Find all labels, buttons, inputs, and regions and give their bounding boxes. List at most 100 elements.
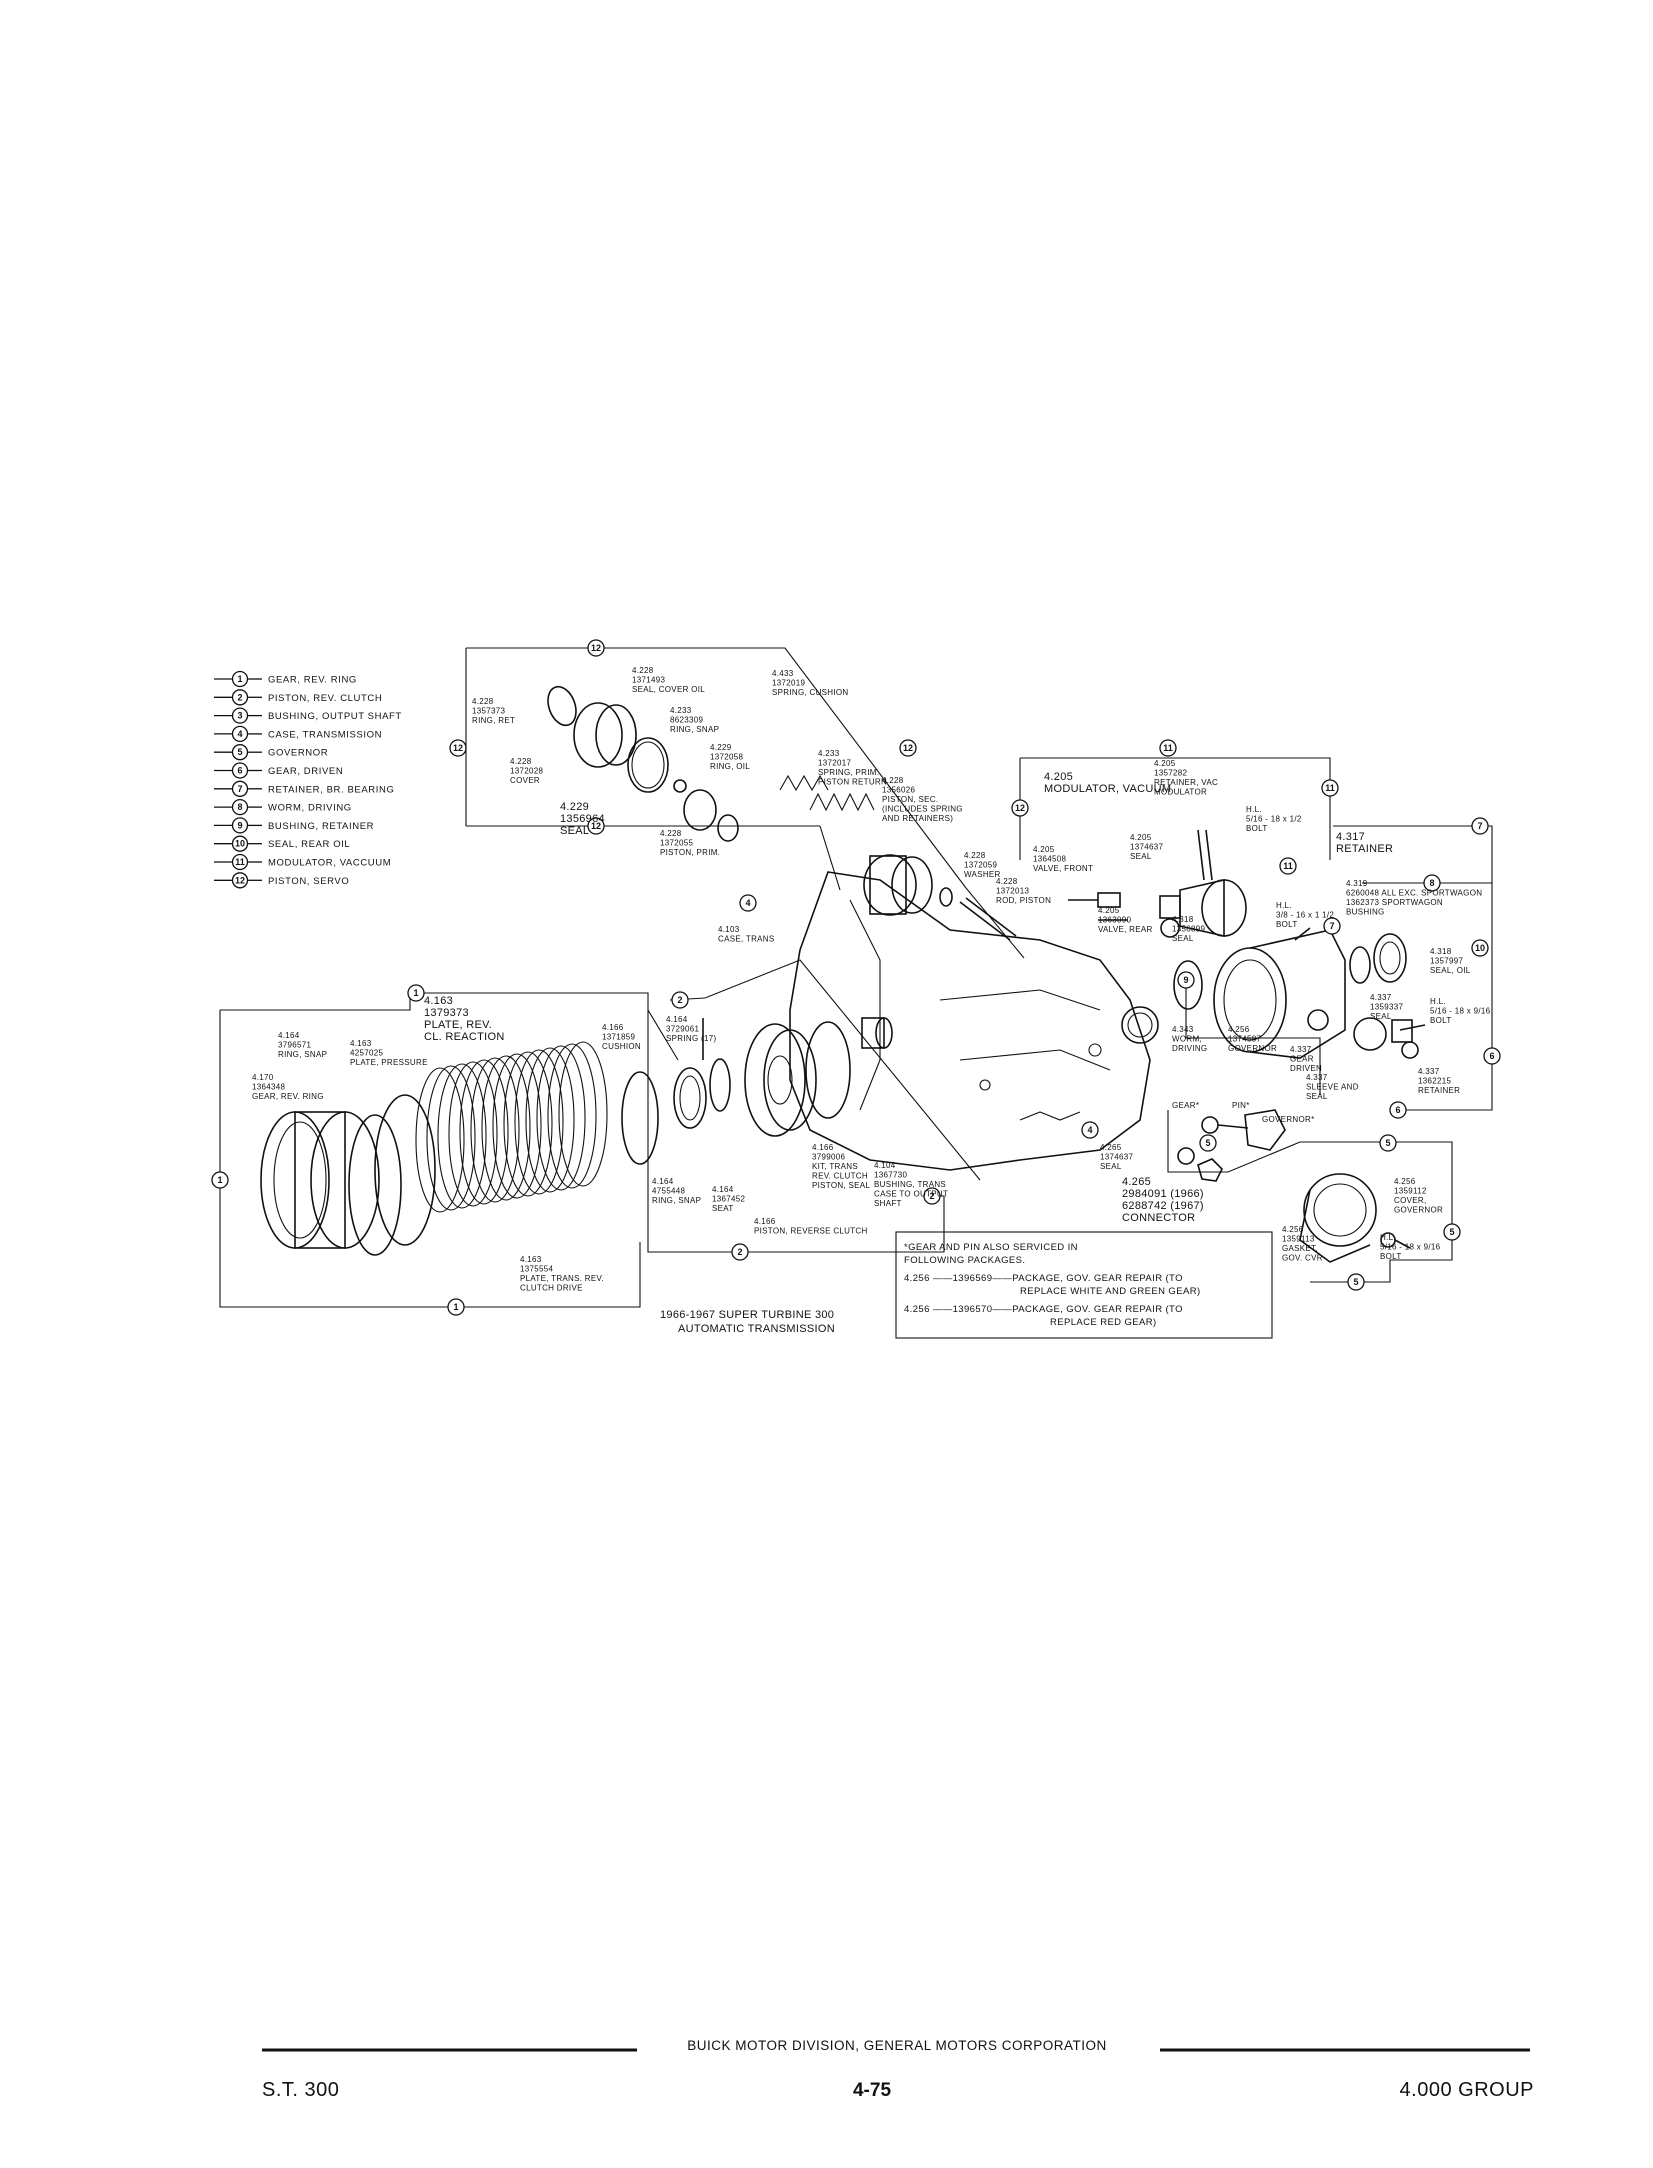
rear-retainer-drawing <box>1173 927 1426 1059</box>
part-label-rear-governor: GOVERNOR <box>1228 1044 1277 1053</box>
clutch-plate <box>514 1049 564 1195</box>
callout-circle <box>731 1243 749 1261</box>
part-label-clutch-gear_rev_ring: 1364348 <box>252 1083 285 1092</box>
diagram-caption-1: 1966-1967 SUPER TURBINE 300 <box>660 1309 834 1321</box>
part-label-modulator-modulator_vacuum: 4.205 <box>1044 771 1073 783</box>
part-label-clutch-plate_rev: 1379373 <box>424 1007 469 1019</box>
callout-number: 12 <box>591 821 601 831</box>
part-label-rear-retainer2: 4.337 <box>1418 1067 1440 1076</box>
part-label-servo-ring_snap: 8623309 <box>670 716 703 725</box>
part-label-modulator-valve_front: VALVE, FRONT <box>1033 864 1093 873</box>
callout-number: 11 <box>1283 861 1293 871</box>
clutch-plate <box>503 1051 553 1197</box>
callout-number: 4 <box>1087 1125 1092 1135</box>
clutch-plate <box>426 1065 476 1211</box>
callout-number: 7 <box>1477 821 1482 831</box>
part-label-clutch-cushion: 4.166 <box>602 1023 624 1032</box>
part-label-rear-retainer: RETAINER <box>1336 843 1393 855</box>
part-label-modulator-bolt: BOLT <box>1246 824 1268 833</box>
note-title-2: FOLLOWING PACKAGES. <box>904 1255 1025 1266</box>
part-label-rear-gear_driven: 4.337 <box>1290 1045 1312 1054</box>
legend-number: 7 <box>237 784 242 794</box>
part-label-rear-bolt: BOLT <box>1276 920 1298 929</box>
callout-number: 12 <box>453 743 463 753</box>
governor-drawing <box>1201 1109 1411 1263</box>
callout-circle <box>447 1298 465 1316</box>
legend-number-circle <box>231 707 249 724</box>
legend-label: SEAL, REAR OIL <box>268 839 350 850</box>
part-label-connector-seal: SEAL <box>1100 1162 1122 1171</box>
part-label-connector-connector: 6288742 (1967) <box>1122 1200 1204 1212</box>
callout-number: 5 <box>1449 1227 1454 1237</box>
callout-circle <box>1347 1273 1365 1291</box>
servo-parts-drawing <box>547 685 1017 941</box>
part-label-rear-seal_oil: SEAL, OIL <box>1430 966 1471 975</box>
part-label-modulator-valve_rear: 4.205 <box>1098 906 1120 915</box>
part-label-servo-ring_oil: RING, OIL <box>710 762 750 771</box>
diagram-caption-2: AUTOMATIC TRANSMISSION <box>678 1323 835 1335</box>
part-label-servo-ring_snap: 4.233 <box>670 706 692 715</box>
callout-number: 6 <box>1489 1051 1494 1061</box>
legend-number-circle <box>231 670 249 688</box>
part-label-servo-washer: 1372059 <box>964 861 997 870</box>
part-label-clutch-plate_drive: CLUTCH DRIVE <box>520 1284 583 1293</box>
part-label-modulator-valve_front: 4.205 <box>1033 845 1055 854</box>
part-label-rear-worm_driving: 4.343 <box>1172 1025 1194 1034</box>
legend-number: 10 <box>235 839 245 849</box>
legend-number: 11 <box>235 857 245 867</box>
legend-number: 2 <box>237 692 242 702</box>
clutch-plate <box>415 1067 465 1213</box>
callout-circle <box>1011 799 1029 817</box>
part-label-modulator-seal: 4.205 <box>1130 833 1152 842</box>
part-label-rear-seal2: SEAL <box>1370 1012 1392 1021</box>
part-label-reverse-seat: 1367452 <box>712 1195 745 1204</box>
part-label-reverse-seat: SEAT <box>712 1204 734 1213</box>
callout-circle <box>1379 1134 1397 1152</box>
callout-circle <box>1423 874 1441 892</box>
part-label-rear-retainer2: RETAINER <box>1418 1086 1460 1095</box>
part-label-rear-gear_driven: DRIVEN <box>1290 1064 1322 1073</box>
callout-number: 2 <box>677 995 682 1005</box>
part-label-rear-bushing: BUSHING <box>1346 908 1385 917</box>
part-label-gov_cover-bolt: 5/16 - 18 x 9/16 <box>1380 1243 1441 1252</box>
callout-circle <box>899 739 917 757</box>
legend-label: BUSHING, OUTPUT SHAFT <box>268 711 402 722</box>
part-label-servo-piston_sec: (INCLUDES SPRING <box>882 805 963 814</box>
clutch-pack-drawing <box>260 1017 893 1256</box>
part-label-clutch-plate_pressure: PLATE, PRESSURE <box>350 1058 428 1067</box>
part-label-servo-seal_cover_oil: 1371493 <box>632 676 665 685</box>
callout-circle <box>587 639 605 657</box>
part-label-gov_cover-cover: GOVERNOR <box>1394 1206 1443 1215</box>
part-label-servo-ring_ret: RING, RET <box>472 716 515 725</box>
part-label-servo-seal: SEAL <box>560 825 589 837</box>
callout-number: 12 <box>903 743 913 753</box>
part-label-servo-piston_prim: PISTON, PRIM. <box>660 848 720 857</box>
part-label-servo-ring_snap: RING, SNAP <box>670 725 719 734</box>
part-label-servo-spring_prim: SPRING, PRIM. <box>818 768 879 777</box>
part-label-rear-seal1: SEAL <box>1172 934 1194 943</box>
part-label-connector-seal: 4.265 <box>1100 1143 1122 1152</box>
part-label-clutch-cushion: CUSHION <box>602 1042 641 1051</box>
part-label-reverse-ring_snap: 4755448 <box>652 1187 685 1196</box>
part-label-reverse-piston_seal: PISTON, SEAL <box>812 1181 870 1190</box>
part-label-rear-worm_driving: WORM, <box>1172 1035 1202 1044</box>
callout-number: 2 <box>929 1191 934 1201</box>
legend-label: CASE, TRANSMISSION <box>268 729 382 740</box>
legend-number-circle <box>231 744 249 761</box>
legend-number: 8 <box>237 802 242 812</box>
part-label-rear-seal2: 4.337 <box>1370 993 1392 1002</box>
part-label-gov_cover-bolt: H.L. <box>1380 1233 1396 1242</box>
part-label-gov_cover-gasket: GASKET, <box>1282 1244 1318 1253</box>
callout-circle <box>671 991 689 1009</box>
part-label-servo-ring_ret: 4.228 <box>472 697 494 706</box>
part-label-clutch-plate_rev: CL. REACTION <box>424 1031 505 1043</box>
callout-circle <box>1443 1223 1461 1241</box>
part-label-reverse-bushing: 1367730 <box>874 1171 907 1180</box>
legend-number-circle <box>231 817 249 834</box>
callout-circle <box>923 1187 941 1205</box>
part-label-servo-rod_piston: 1372013 <box>996 887 1029 896</box>
